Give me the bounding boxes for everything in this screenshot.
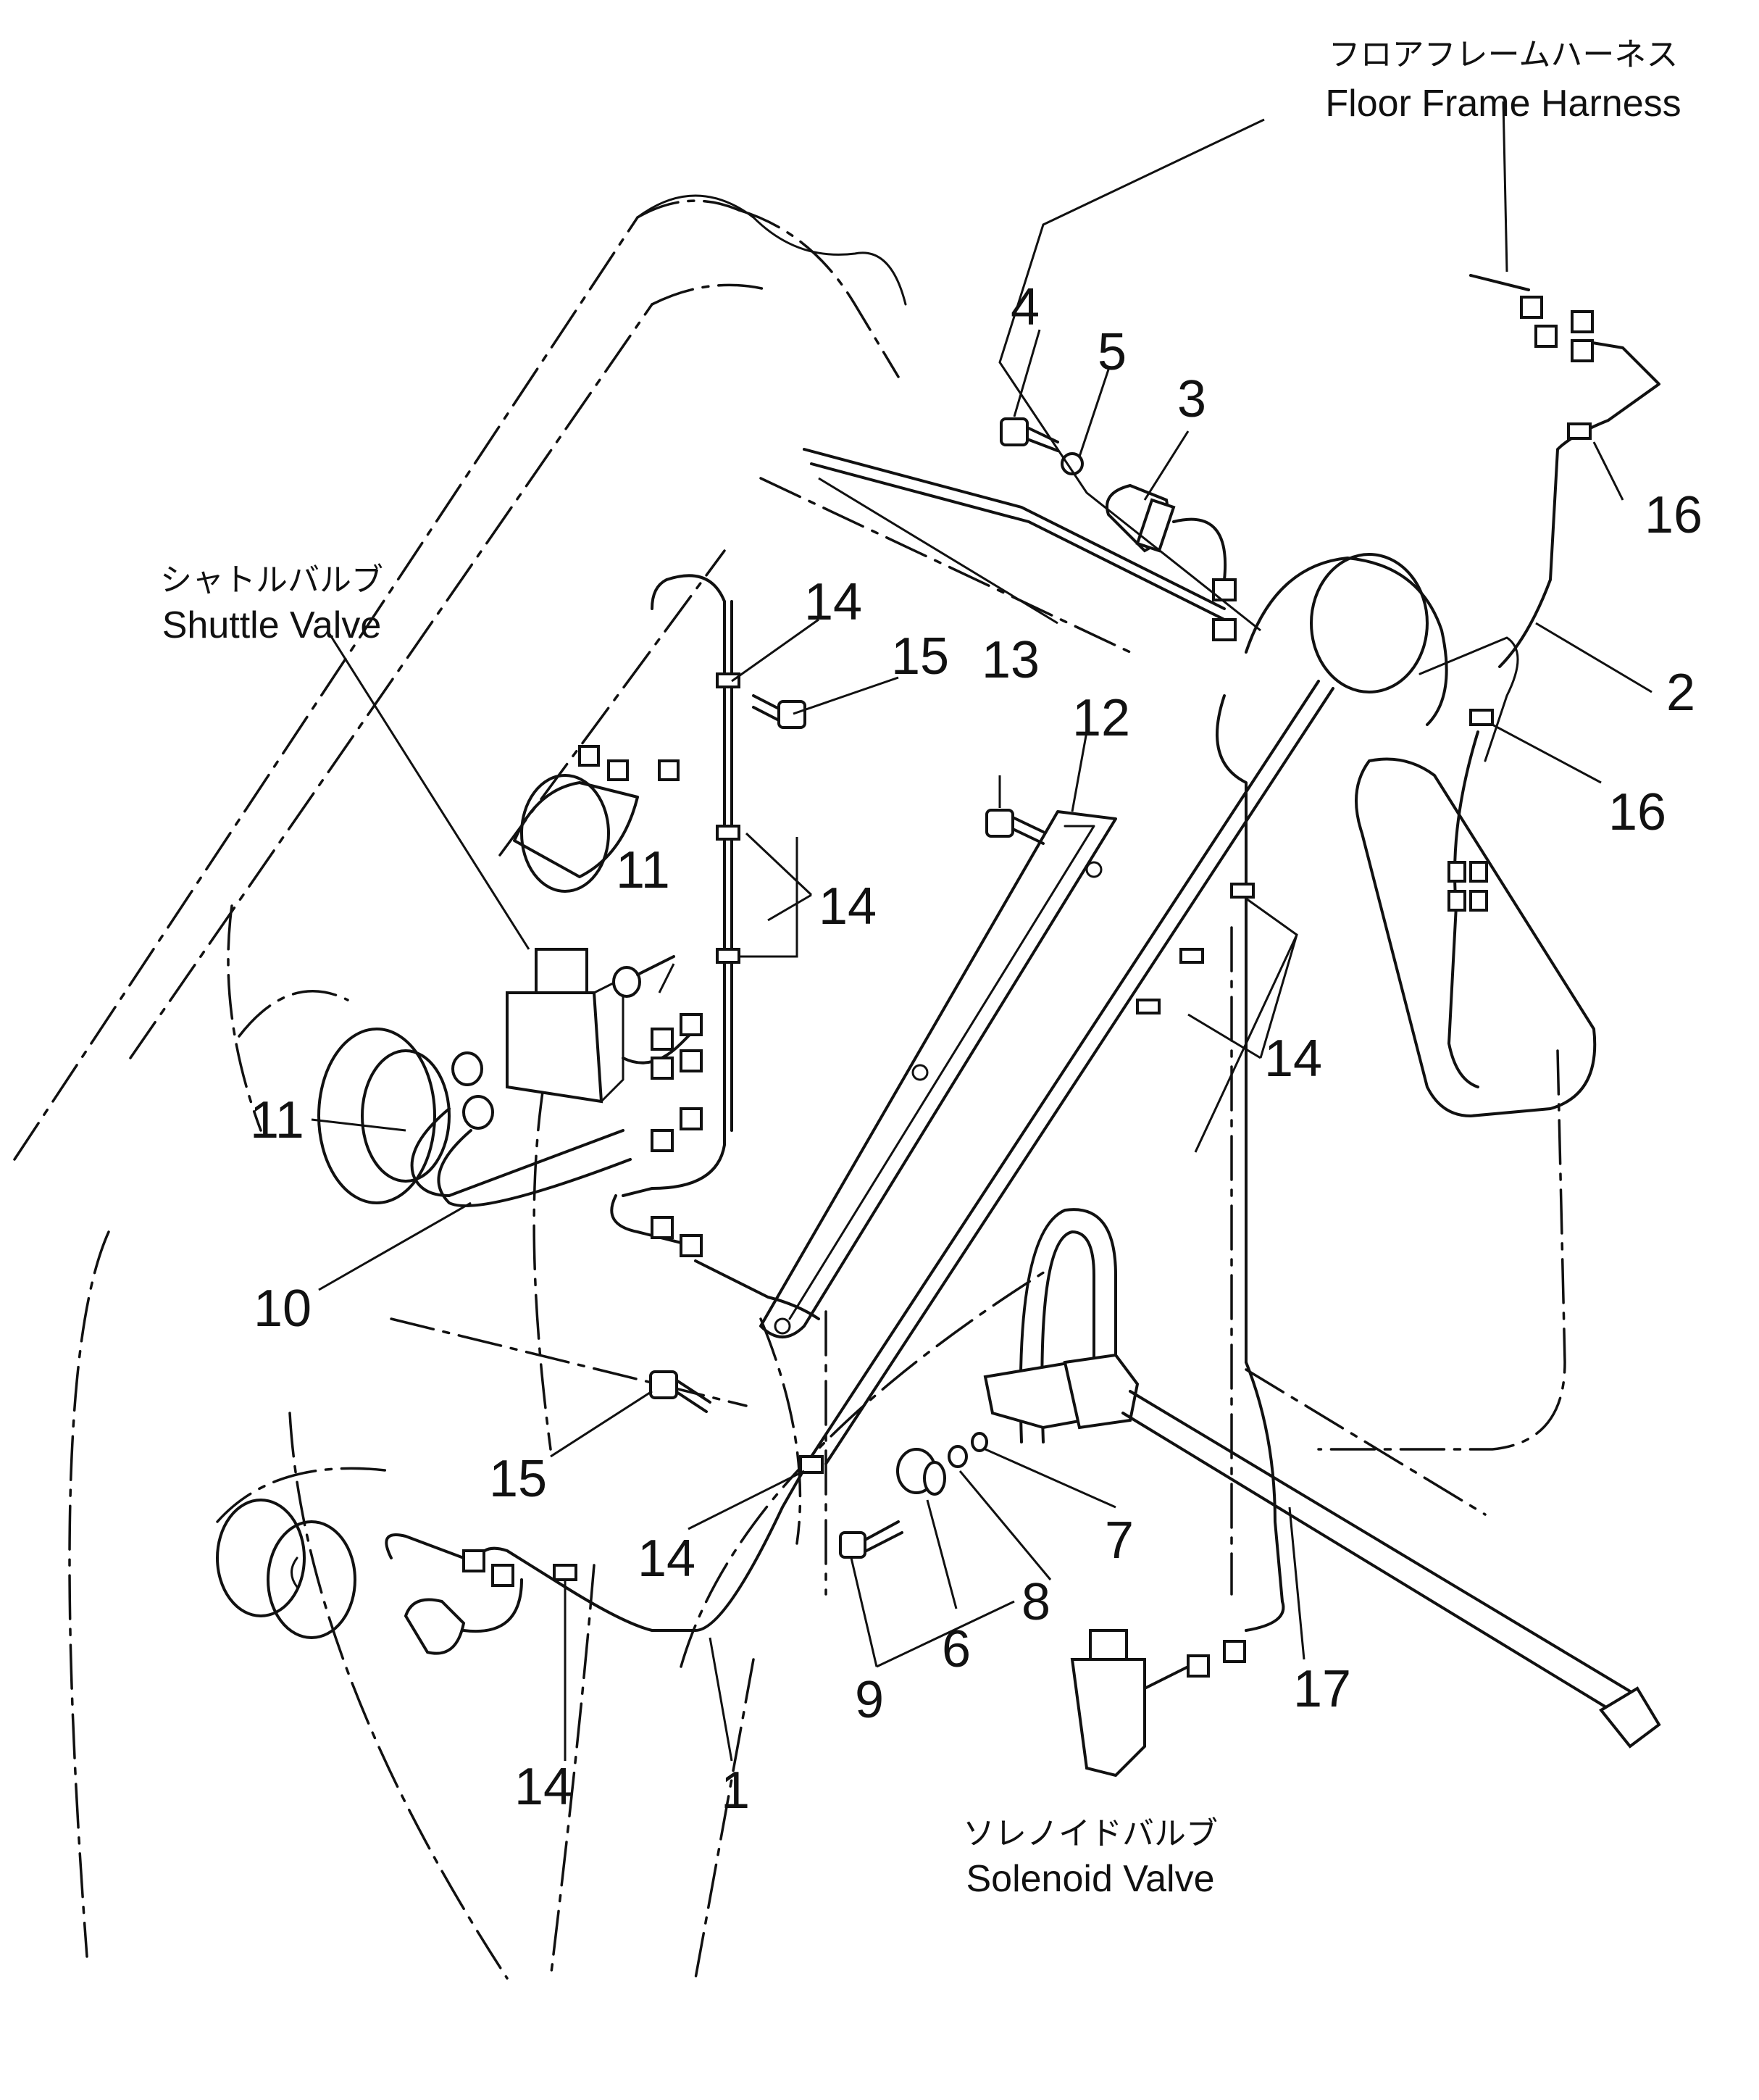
callout-10: 10 xyxy=(254,1280,312,1338)
callout-16b: 16 xyxy=(1608,783,1666,841)
callout-15a: 15 xyxy=(891,628,949,686)
harness-connectors xyxy=(462,745,703,1587)
bolt-part-15-upper xyxy=(752,694,806,729)
frame-outline xyxy=(13,194,1597,1980)
pressure-sensor-part-11a xyxy=(612,955,675,998)
callout-numbers: 4 5 3 16 2 16 14 15 13 12 14 11 14 11 10… xyxy=(250,278,1702,1820)
pressure-sensor-part-11b xyxy=(451,1051,494,1130)
wiring-harness xyxy=(410,339,1660,1632)
bolt-part-15-lower xyxy=(649,1370,711,1413)
pressure-switch-part-6 xyxy=(896,1448,946,1496)
callout-1: 1 xyxy=(721,1762,750,1820)
solenoid-valve-body xyxy=(1070,1629,1246,1778)
solenoid-valve-en: Solenoid Valve xyxy=(966,1858,1214,1900)
right-housing-connectors xyxy=(1447,861,1488,912)
shuttle-valve-body xyxy=(506,948,624,1104)
solenoid-valve-jp: ソレノイドバルブ xyxy=(963,1815,1218,1852)
parts xyxy=(385,274,1661,1778)
sensor-part-3 xyxy=(1106,483,1237,641)
callout-12: 12 xyxy=(1072,689,1130,747)
bolt-part-4 xyxy=(1000,417,1059,452)
callout-5: 5 xyxy=(1098,323,1127,381)
callout-14d: 14 xyxy=(638,1530,695,1588)
callout-14e: 14 xyxy=(514,1758,572,1816)
callout-14b: 14 xyxy=(819,878,877,936)
shuttle-valve-jp: シャトルバルブ xyxy=(160,562,383,599)
callout-8: 8 xyxy=(1021,1573,1050,1631)
pipe-fitting-part-17 xyxy=(983,1208,1661,1749)
callout-11b: 11 xyxy=(250,1091,304,1149)
callout-13: 13 xyxy=(982,631,1040,689)
sensor-lower-left xyxy=(385,1533,523,1655)
o-ring-part-7 xyxy=(971,1432,988,1452)
callout-4: 4 xyxy=(1011,278,1040,336)
callout-15b: 15 xyxy=(489,1450,547,1508)
callout-2: 2 xyxy=(1666,664,1695,722)
shuttle-valve-en: Shuttle Valve xyxy=(162,604,382,646)
callout-3: 3 xyxy=(1177,370,1206,428)
bolt-part-13 xyxy=(985,809,1045,845)
leader-lines xyxy=(311,101,1653,1762)
callout-9: 9 xyxy=(855,1671,884,1729)
callout-7: 7 xyxy=(1105,1512,1134,1570)
shuttle-valve-label: シャトルバルブ Shuttle Valve xyxy=(160,562,383,646)
floor-frame-connectors xyxy=(1469,274,1594,362)
callout-14a: 14 xyxy=(804,573,862,631)
floor-frame-harness-en: Floor Frame Harness xyxy=(1325,83,1681,125)
callout-14c: 14 xyxy=(1264,1030,1322,1088)
washer-part-5 xyxy=(1061,452,1084,475)
washer-part-8 xyxy=(948,1445,968,1468)
callout-11a: 11 xyxy=(616,841,670,899)
floor-frame-harness-label: フロアフレームハーネス Floor Frame Harness xyxy=(1325,36,1681,125)
callout-16a: 16 xyxy=(1645,486,1702,544)
solenoid-valve-label: ソレノイドバルブ Solenoid Valve xyxy=(963,1815,1218,1900)
callout-6: 6 xyxy=(942,1620,971,1678)
bolt-part-9 xyxy=(839,1520,903,1559)
callout-17: 17 xyxy=(1293,1660,1351,1718)
cover-plate xyxy=(759,810,1117,1338)
floor-frame-harness-jp: フロアフレームハーネス xyxy=(1329,36,1679,73)
